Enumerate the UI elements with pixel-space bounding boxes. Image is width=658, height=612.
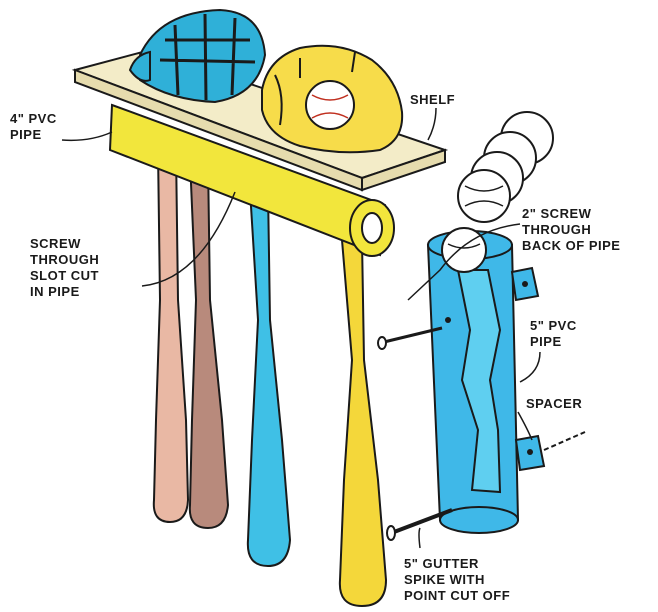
label-line: BACK OF PIPE	[522, 238, 620, 254]
label-line: SLOT CUT	[30, 268, 99, 284]
spacer-bottom	[516, 436, 544, 470]
label-line: 5" GUTTER	[404, 556, 510, 572]
label-gutter-spike: 5" GUTTER SPIKE WITH POINT CUT OFF	[404, 556, 510, 604]
label-four-inch-pvc-pipe: 4" PVC PIPE	[10, 111, 57, 143]
label-line: SPACER	[526, 396, 582, 412]
label-line: 4" PVC	[10, 111, 57, 127]
label-line: 5" PVC	[530, 318, 577, 334]
label-line: SPIKE WITH	[404, 572, 510, 588]
label-line: 2" SCREW	[522, 206, 620, 222]
blue-bat	[248, 190, 290, 566]
label-two-inch-screw: 2" SCREW THROUGH BACK OF PIPE	[522, 206, 620, 254]
pink-bat	[154, 150, 188, 522]
label-line: PIPE	[530, 334, 577, 350]
five-inch-pvc-pipe	[428, 228, 518, 533]
brown-bat	[190, 160, 228, 528]
baseball-glove-icon	[262, 46, 402, 153]
label-screw-through-slot: SCREW THROUGH SLOT CUT IN PIPE	[30, 236, 99, 300]
label-shelf: SHELF	[410, 92, 455, 108]
label-line: SCREW	[30, 236, 99, 252]
spacer-top	[512, 268, 538, 300]
label-line: SHELF	[410, 92, 455, 108]
label-line: PIPE	[10, 127, 57, 143]
label-line: POINT CUT OFF	[404, 588, 510, 604]
spacer-screw	[544, 432, 585, 450]
label-line: THROUGH	[522, 222, 620, 238]
yellow-bat	[340, 240, 386, 606]
label-five-inch-pvc-pipe: 5" PVC PIPE	[530, 318, 577, 350]
label-spacer: SPACER	[526, 396, 582, 412]
label-line: IN PIPE	[30, 284, 99, 300]
label-line: THROUGH	[30, 252, 99, 268]
